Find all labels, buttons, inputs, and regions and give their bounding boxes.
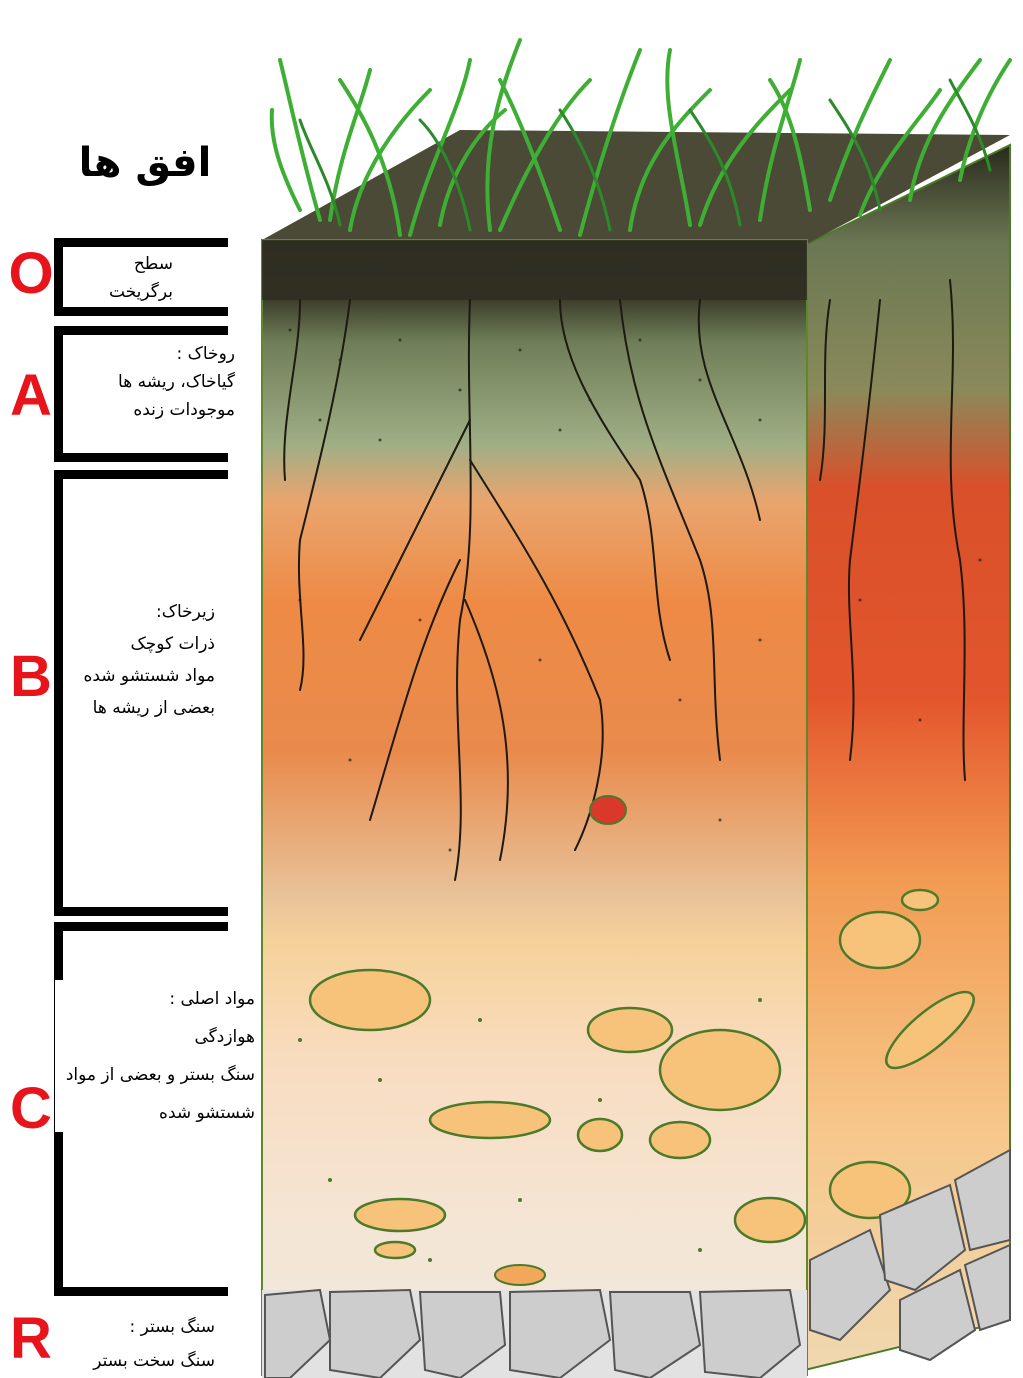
horizon-letter-r: R [6, 1305, 56, 1372]
horizon-letter-c: C [6, 1075, 56, 1142]
horizon-o-line-2: برگریخت [83, 278, 173, 306]
horizon-c-line-1: مواد اصلی : [55, 980, 255, 1018]
horizon-letter-o: O [6, 240, 56, 307]
horizon-b-line-4: بعضی از ریشه ها [65, 692, 215, 724]
horizon-letter-a: A [6, 362, 56, 429]
horizon-r-line-2: سنگ سخت بستر [65, 1344, 215, 1378]
horizon-description-r: سنگ بستر : سنگ سخت بستر [65, 1310, 215, 1378]
horizon-o-line-1: سطح [83, 250, 173, 278]
horizon-a-line-1: روخاک : [75, 340, 235, 368]
horizon-description-b: زیرخاک: ذرات کوچک مواد شستشو شده بعضی از… [65, 596, 215, 724]
horizon-b-line-3: مواد شستشو شده [65, 660, 215, 692]
horizon-a-line-2: گیاخاک، ریشه ها [75, 368, 235, 396]
horizon-r-line-1: سنگ بستر : [65, 1310, 215, 1344]
horizon-c-line-3: سنگ بستر و بعضی از مواد [55, 1056, 255, 1094]
soil-front-face [262, 240, 807, 1375]
horizon-description-a: روخاک : گیاخاک، ریشه ها موجودات زنده [75, 340, 235, 424]
horizon-description-c: مواد اصلی : هوازدگی سنگ بستر و بعضی از م… [55, 980, 255, 1132]
horizon-description-o: سطح برگریخت [83, 250, 173, 306]
horizon-c-line-4: شستشو شده [55, 1094, 255, 1132]
horizon-a-line-3: موجودات زنده [75, 396, 235, 424]
horizon-letter-b: B [6, 643, 56, 710]
horizon-b-line-2: ذرات کوچک [65, 628, 215, 660]
horizon-b-line-1: زیرخاک: [65, 596, 215, 628]
diagram-title: افق ها [60, 140, 230, 186]
horizon-c-line-2: هوازدگی [55, 1018, 255, 1056]
